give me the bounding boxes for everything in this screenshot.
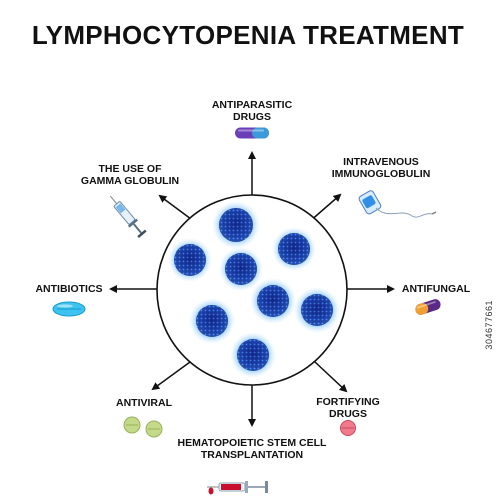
lymphocyte-icon	[250, 278, 296, 324]
green-tablets-icon	[123, 416, 163, 438]
blood-syringe-icon	[207, 481, 268, 495]
label-hematopoietic-stem-cell-transplantation: HEMATOPOIETIC STEM CELL TRANSPLANTATION	[177, 437, 327, 461]
syringe-icon	[109, 195, 147, 238]
arrow-up-left	[158, 194, 196, 223]
stock-id-watermark: 304677661	[484, 300, 494, 350]
lymphocyte-icon	[272, 227, 316, 271]
lymphocyte-icon	[230, 332, 276, 378]
lymphocyte-icon	[212, 201, 260, 249]
label-antiparasitic-drugs: ANTIPARASITIC DRUGS	[211, 99, 293, 123]
lymphocyte-icon	[168, 238, 212, 282]
arrow-down-left	[151, 361, 191, 391]
arrow-down-right	[314, 361, 348, 393]
capsule-orange-purple-icon	[415, 299, 441, 315]
label-gamma-globulin: THE USE OF GAMMA GLOBULIN	[80, 163, 180, 187]
lymphocyte-cluster	[168, 201, 340, 378]
label-antifungal: ANTIFUNGAL	[401, 283, 471, 295]
lymphocyte-icon	[294, 287, 340, 333]
blue-oval-tablet-icon	[52, 301, 86, 317]
page-title: LYMPHOCYTOPENIA TREATMENT	[31, 20, 465, 50]
lymphocyte-icon	[189, 298, 235, 344]
label-antibiotics: ANTIBIOTICS	[35, 283, 103, 295]
pink-tablet-icon	[340, 420, 356, 436]
label-fortifying-drugs: FORTIFYING DRUGS	[316, 396, 380, 420]
label-antiviral: ANTIVIRAL	[116, 397, 172, 409]
label-intravenous-immunoglobulin: INTRAVENOUS IMMUNOGLOBULIN	[331, 156, 431, 180]
capsule-purple-icon	[235, 127, 269, 139]
lymphocyte-icon	[219, 247, 263, 291]
iv-drip-bag-icon	[358, 190, 437, 218]
